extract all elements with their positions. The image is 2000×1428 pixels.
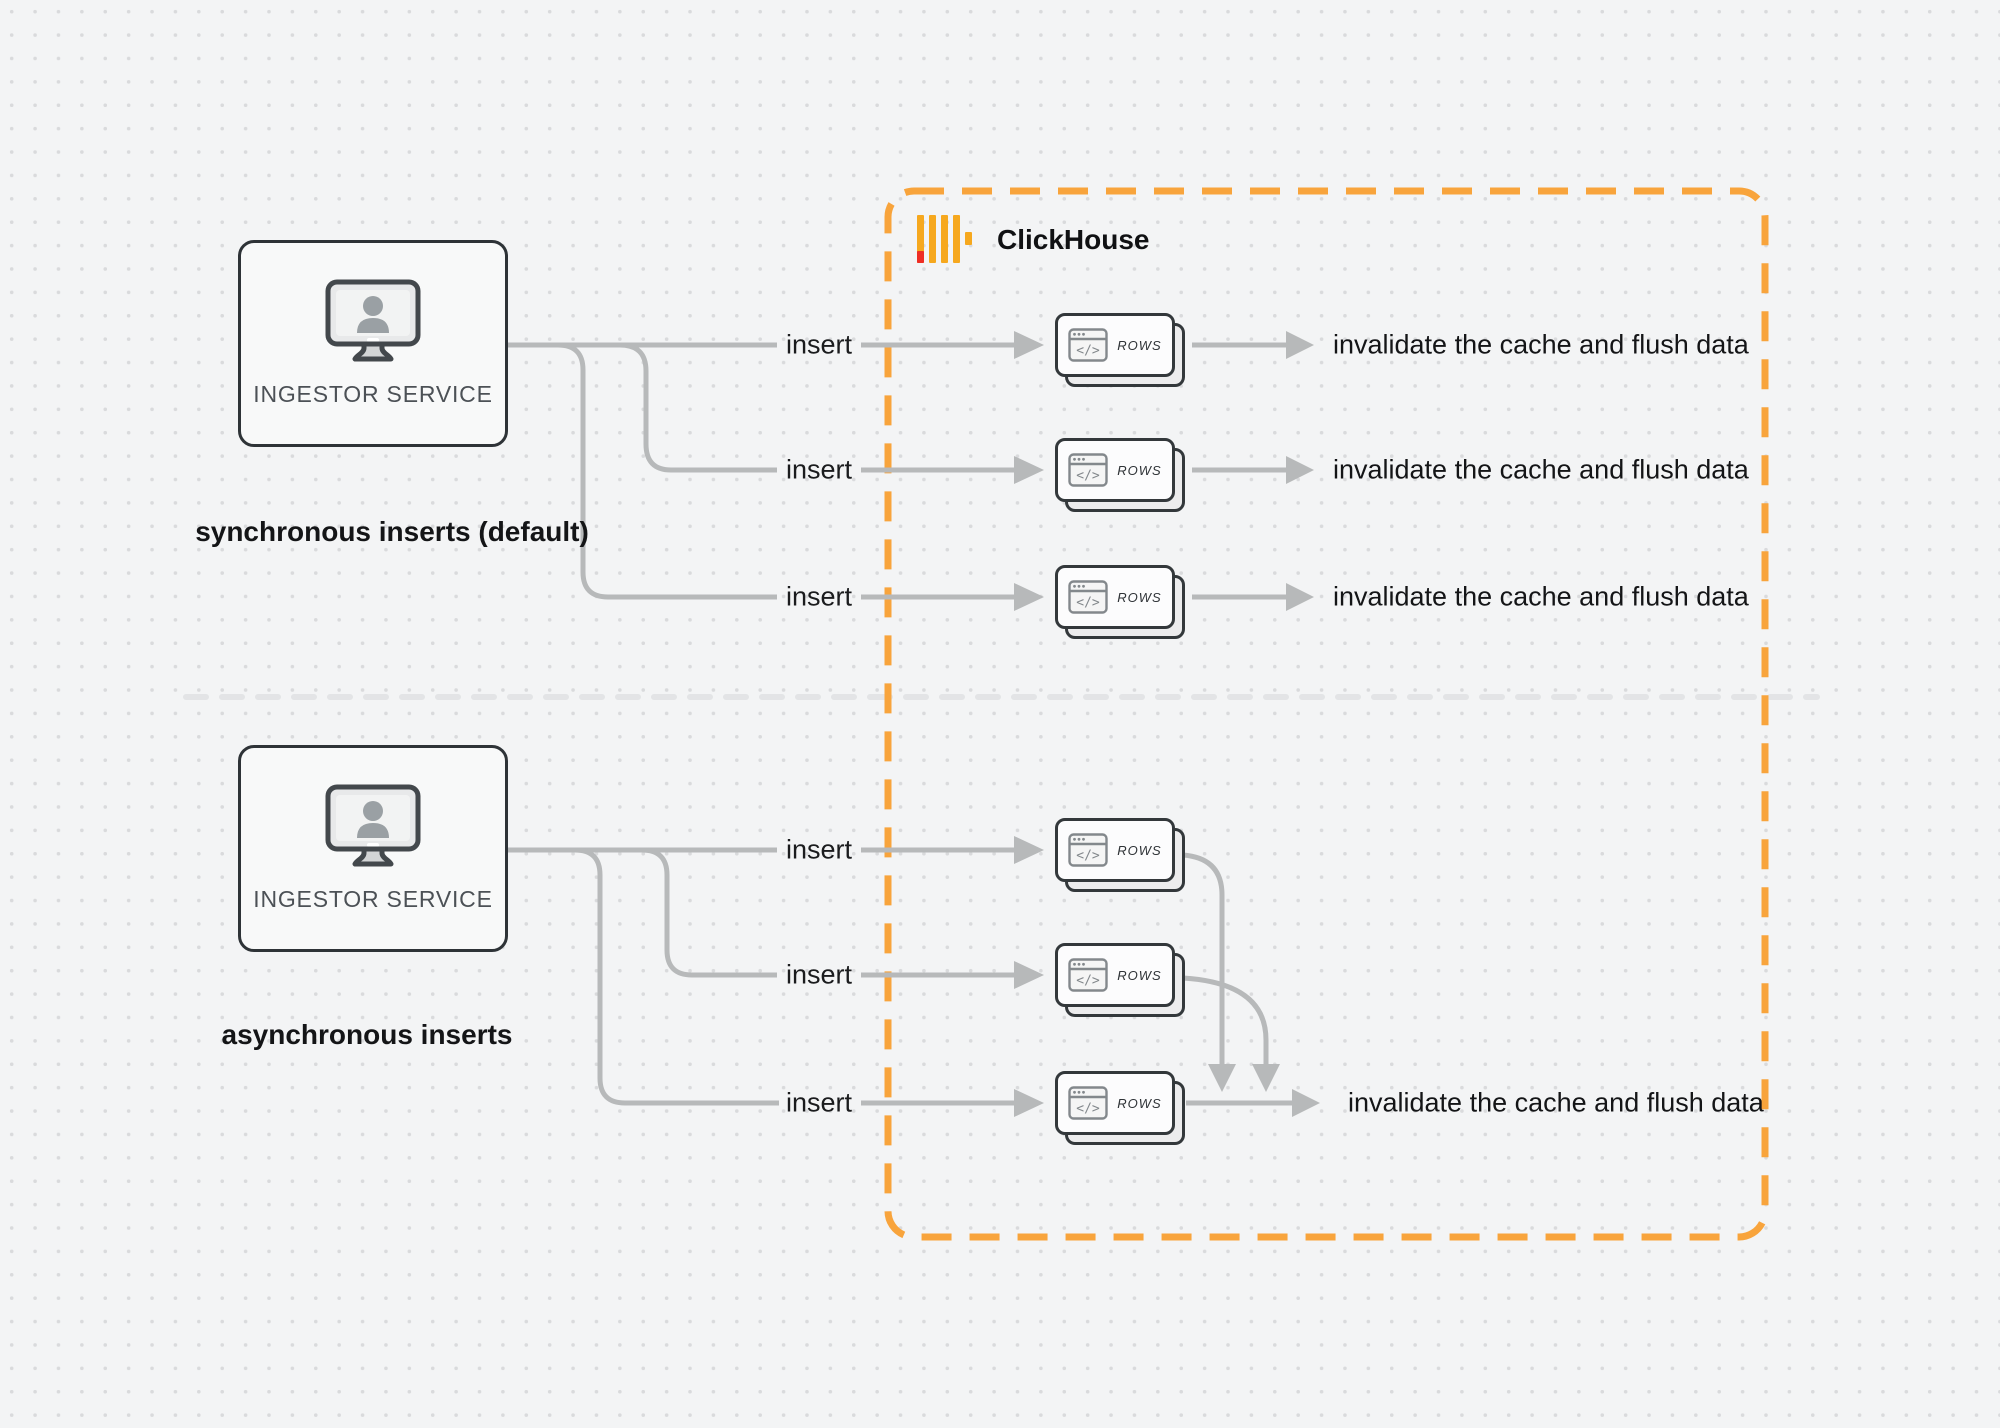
rows-label: ROWS <box>1117 842 1162 858</box>
rows-card: </> ROWS <box>1055 438 1175 502</box>
invalidate-label: invalidate the cache and flush data <box>1333 454 1749 485</box>
connector-sync-branch-3 <box>557 342 777 600</box>
svg-text:</>: </> <box>1077 974 1101 989</box>
arrowhead <box>1014 583 1044 611</box>
code-window-icon: </> <box>1068 958 1108 992</box>
arrowhead <box>1014 961 1044 989</box>
connector-async-branch-3 <box>574 847 779 1106</box>
invalidate-label: invalidate the cache and flush data <box>1333 329 1749 360</box>
insert-label: insert <box>785 959 853 990</box>
rows-label: ROWS <box>1117 462 1162 478</box>
code-window-icon: </> <box>1068 833 1108 867</box>
ingestor-service-label: INGESTOR SERVICE <box>253 381 493 407</box>
rows-card: </> ROWS <box>1055 313 1175 377</box>
ingestor-service-node-sync: INGESTOR SERVICE <box>238 240 508 447</box>
svg-text:</>: </> <box>1077 596 1101 611</box>
insert-label: insert <box>785 454 853 485</box>
rows-label: ROWS <box>1117 967 1162 983</box>
connector-async-merge-1 <box>1182 852 1225 1064</box>
code-window-icon: </> <box>1068 453 1108 487</box>
arrowhead-down <box>1252 1064 1280 1092</box>
svg-text:</>: </> <box>1077 1102 1101 1117</box>
rows-label: ROWS <box>1117 337 1162 353</box>
clickhouse-label: ClickHouse <box>997 224 1150 255</box>
svg-text:</>: </> <box>1077 849 1101 864</box>
rows-card: </> ROWS <box>1055 1071 1175 1135</box>
rows-node: </> ROWS <box>1055 438 1187 514</box>
arrowhead <box>1014 456 1044 484</box>
code-window-icon: </> <box>1068 1086 1108 1120</box>
monitor-user-icon <box>325 279 421 362</box>
monitor-user-icon <box>325 784 421 867</box>
arrowhead <box>1292 1089 1320 1117</box>
code-window-icon: </> <box>1068 580 1108 614</box>
connector-sync-branch-2 <box>619 342 777 473</box>
rows-node: </> ROWS <box>1055 818 1187 894</box>
section-label-sync: synchronous inserts (default) <box>195 516 589 547</box>
rows-node: </> ROWS <box>1055 943 1187 1019</box>
invalidate-label: invalidate the cache and flush data <box>1348 1087 1764 1118</box>
rows-node: </> ROWS <box>1055 313 1187 389</box>
clickhouse-logo-icon <box>917 215 972 263</box>
arrowhead <box>1014 836 1044 864</box>
insert-label: insert <box>785 581 853 612</box>
clickhouse-boundary <box>884 187 1769 1241</box>
arrowhead <box>1286 583 1314 611</box>
rows-card: </> ROWS <box>1055 943 1175 1007</box>
rows-node: </> ROWS <box>1055 565 1187 641</box>
rows-label: ROWS <box>1117 1095 1162 1111</box>
rows-node: </> ROWS <box>1055 1071 1187 1147</box>
ingestor-service-node-async: INGESTOR SERVICE <box>238 745 508 952</box>
arrowhead <box>1014 331 1044 359</box>
insert-label: insert <box>785 1087 853 1118</box>
insert-label: insert <box>785 834 853 865</box>
clickhouse-header: ClickHouse <box>917 214 1150 266</box>
connector-async-merge-2 <box>1182 975 1269 1064</box>
arrowhead <box>1286 331 1314 359</box>
arrowhead <box>1014 1089 1044 1117</box>
rows-card: </> ROWS <box>1055 565 1175 629</box>
rows-card: </> ROWS <box>1055 818 1175 882</box>
invalidate-label: invalidate the cache and flush data <box>1333 581 1749 612</box>
arrowhead <box>1286 456 1314 484</box>
svg-text:</>: </> <box>1077 344 1101 359</box>
ingestor-service-label: INGESTOR SERVICE <box>253 886 493 912</box>
code-window-icon: </> <box>1068 328 1108 362</box>
arrowhead-down <box>1208 1064 1236 1092</box>
rows-label: ROWS <box>1117 589 1162 605</box>
svg-text:</>: </> <box>1077 469 1101 484</box>
insert-label: insert <box>785 329 853 360</box>
connector-async-branch-2 <box>641 847 777 978</box>
section-label-async: asynchronous inserts <box>221 1019 513 1050</box>
